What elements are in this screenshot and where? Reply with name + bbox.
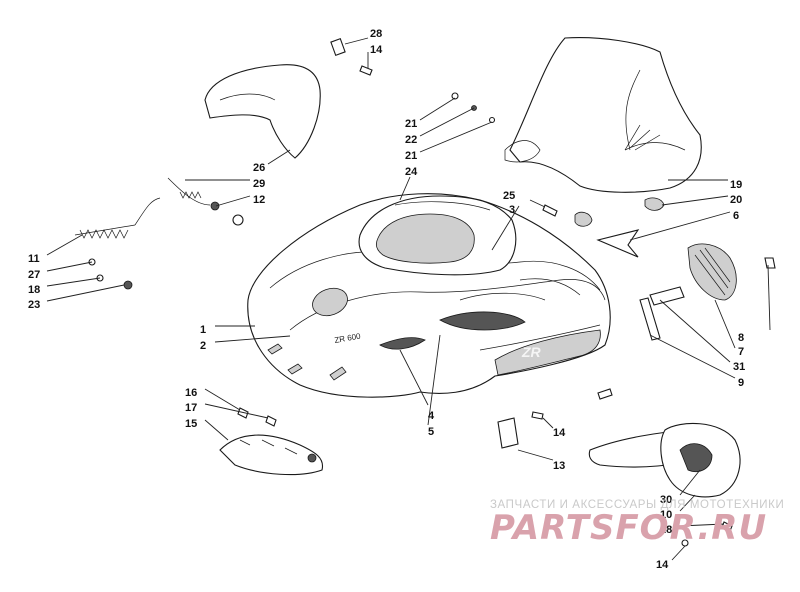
bumper [219,434,324,476]
callout-12: 12 [253,194,265,206]
callout-4: 4 [428,410,435,422]
watermark-tagline: ЗАПЧАСТИ И АКСЕССУАРЫ ДЛЯ МОТОТЕХНИКИ [490,499,785,511]
callout-14: 14 [656,559,669,571]
callout-3: 3 [509,204,515,216]
headlight-lens [687,243,776,301]
callouts: 28 14 21 22 21 24 26 29 12 19 20 6 25 3 … [28,28,745,571]
callout-10: 10 [660,509,672,521]
callout-25: 25 [503,190,515,202]
callout-15: 15 [185,418,197,430]
callout-23: 23 [28,299,40,311]
callout-6: 6 [733,210,739,222]
callout-2: 2 [200,340,206,352]
callout-21: 21 [405,118,417,130]
callout-29: 29 [253,178,265,190]
callout-14: 14 [370,44,383,56]
hardware [88,38,733,547]
callout-11: 11 [28,253,40,265]
callout-26: 26 [253,162,265,174]
callout-28: 28 [660,524,672,536]
callout-18: 18 [28,284,40,296]
callout-5: 5 [428,426,434,438]
nose-pan [588,422,741,498]
callout-21: 21 [405,150,417,162]
callout-27: 27 [28,269,40,281]
callout-9: 9 [738,377,744,389]
side-cover [204,64,321,159]
callout-20: 20 [730,194,742,206]
watermark-logo: PARTSFOR.RU [490,508,768,548]
callout-7: 7 [738,346,744,358]
callout-31: 31 [733,361,745,373]
spring-cable [74,177,220,239]
leader-lines [46,37,771,561]
windshield-surround [358,195,517,276]
callout-22: 22 [405,134,417,146]
callout-8: 8 [738,332,744,344]
hood: ZR ZR 600 [247,193,611,398]
callout-16: 16 [185,387,197,399]
callout-1: 1 [200,324,206,336]
callout-24: 24 [405,166,418,178]
callout-14: 14 [553,427,566,439]
callout-30: 30 [660,494,672,506]
callout-17: 17 [185,402,197,414]
callout-28: 28 [370,28,382,40]
callout-19: 19 [730,179,742,191]
callout-13: 13 [553,460,565,472]
decal-brand: ZR [521,344,542,360]
windshield [504,37,702,193]
